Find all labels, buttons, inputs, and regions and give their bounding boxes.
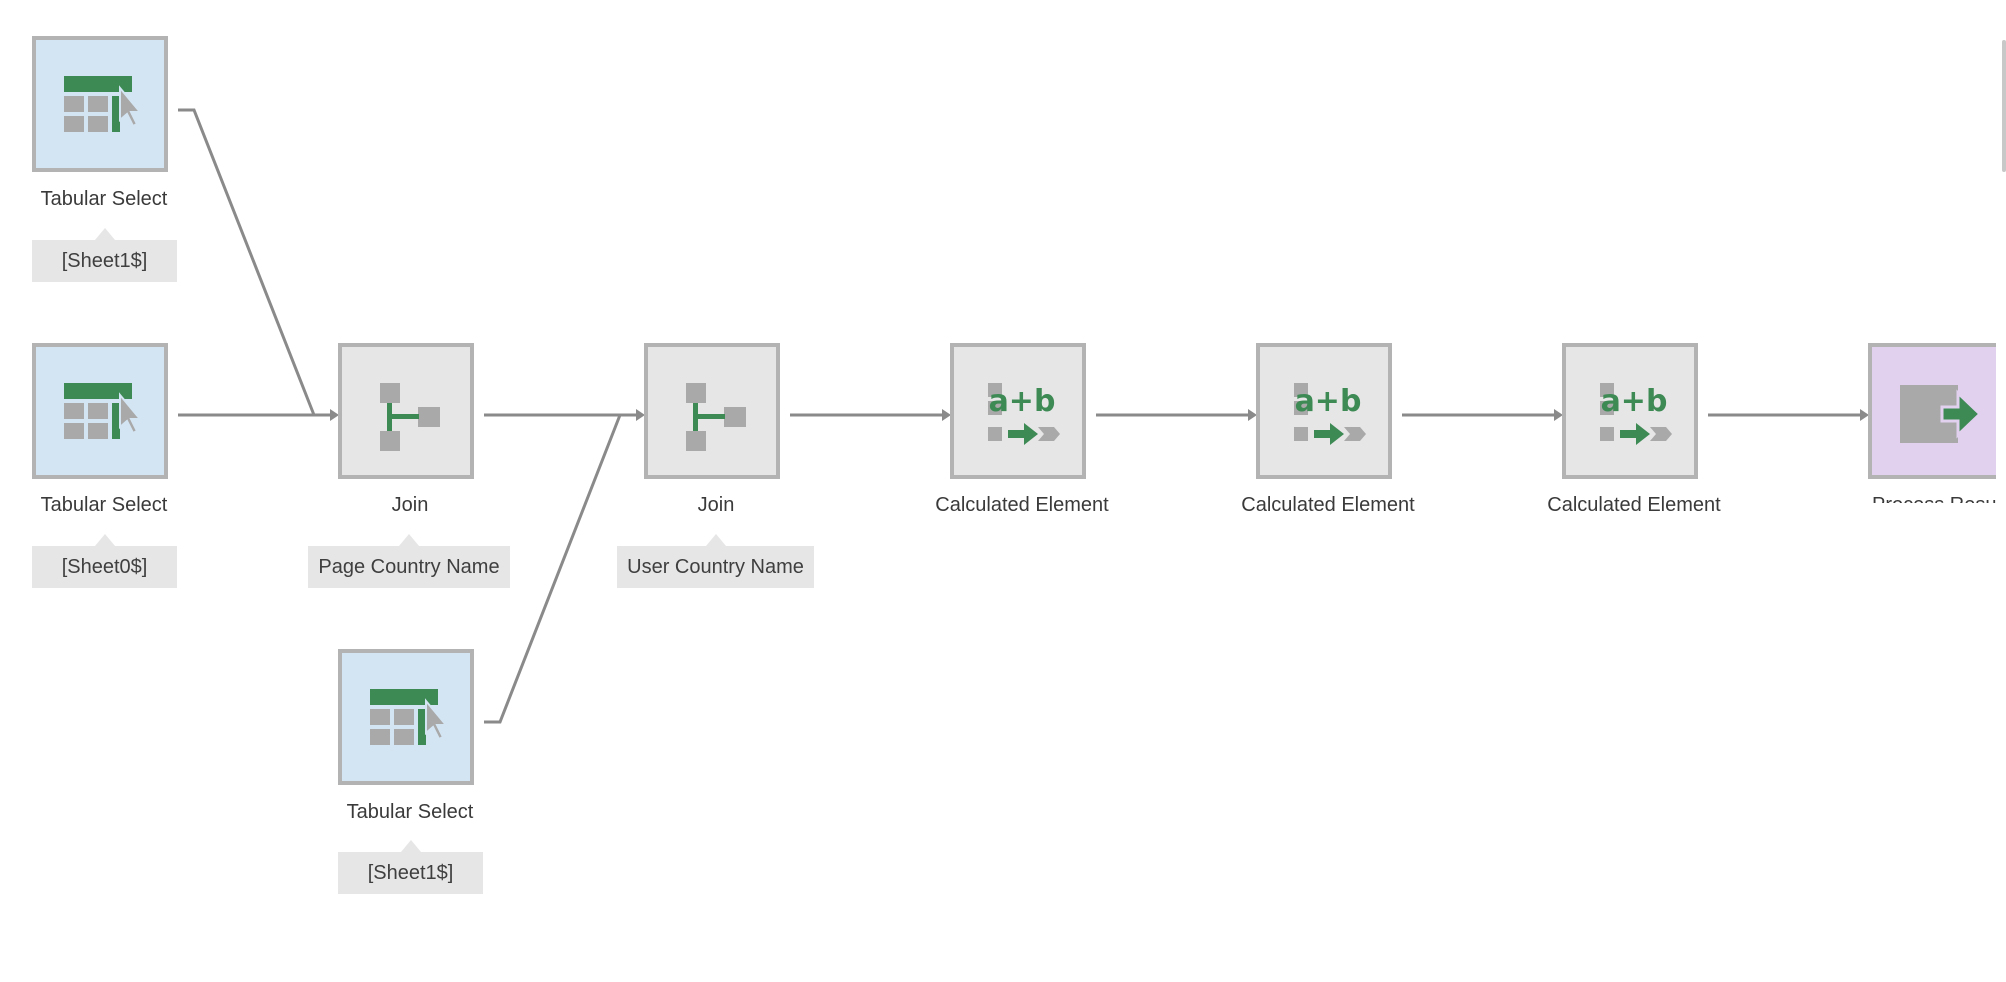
arrowhead-join1 — [330, 409, 339, 421]
arrowhead-join2 — [636, 409, 645, 421]
calculated-element-icon: a+b — [988, 383, 1060, 445]
calculated-element-node-1[interactable]: a+b — [950, 343, 1086, 479]
tabular-select-node-3[interactable] — [338, 649, 474, 785]
tabular-select-icon — [370, 689, 449, 745]
node-label: Tabular Select — [346, 801, 474, 823]
node-label: Tabular Select — [40, 188, 168, 210]
svg-text:a+b: a+b — [1295, 384, 1362, 419]
join-node-1[interactable] — [338, 343, 474, 479]
process-result-clip: Process Resu — [1868, 343, 1996, 503]
connector-select3-join2 — [484, 414, 622, 724]
node-label: Calculated Element — [1547, 494, 1721, 516]
node-label: Join — [697, 494, 735, 516]
node-tag: [Sheet1$] — [338, 840, 483, 894]
svg-text:a+b: a+b — [989, 384, 1056, 419]
connector-select1-join1 — [178, 108, 316, 416]
tabular-select-icon — [64, 76, 143, 132]
join-icon — [380, 383, 440, 451]
arrowhead-output — [1860, 409, 1869, 421]
tabular-select-node-2[interactable] — [32, 343, 168, 479]
node-label: Calculated Element — [1241, 494, 1415, 516]
vertical-scrollbar[interactable] — [2002, 40, 2006, 172]
node-label: Calculated Element — [935, 494, 1109, 516]
calculated-element-node-3[interactable]: a+b — [1562, 343, 1698, 479]
node-label: Process Resu — [1872, 494, 1996, 503]
node-label: Join — [391, 494, 429, 516]
arrowhead-calc2 — [1248, 409, 1257, 421]
join-icon — [686, 383, 746, 451]
node-label: Tabular Select — [40, 494, 168, 516]
tabular-select-node-1[interactable] — [32, 36, 168, 172]
calculated-element-node-2[interactable]: a+b — [1256, 343, 1392, 479]
tabular-select-icon — [64, 383, 143, 439]
join-node-2[interactable] — [644, 343, 780, 479]
calculated-element-icon: a+b — [1294, 383, 1366, 445]
process-result-node[interactable] — [1868, 343, 1996, 479]
node-tag: User Country Name — [617, 534, 814, 588]
arrowhead-calc1 — [942, 409, 951, 421]
node-tag: [Sheet1$] — [32, 228, 177, 282]
node-tag: [Sheet0$] — [32, 534, 177, 588]
process-result-icon — [1900, 385, 1983, 443]
calculated-element-icon: a+b — [1600, 383, 1672, 445]
node-tag: Page Country Name — [308, 534, 510, 588]
arrowhead-calc3 — [1554, 409, 1563, 421]
svg-text:a+b: a+b — [1601, 384, 1668, 419]
